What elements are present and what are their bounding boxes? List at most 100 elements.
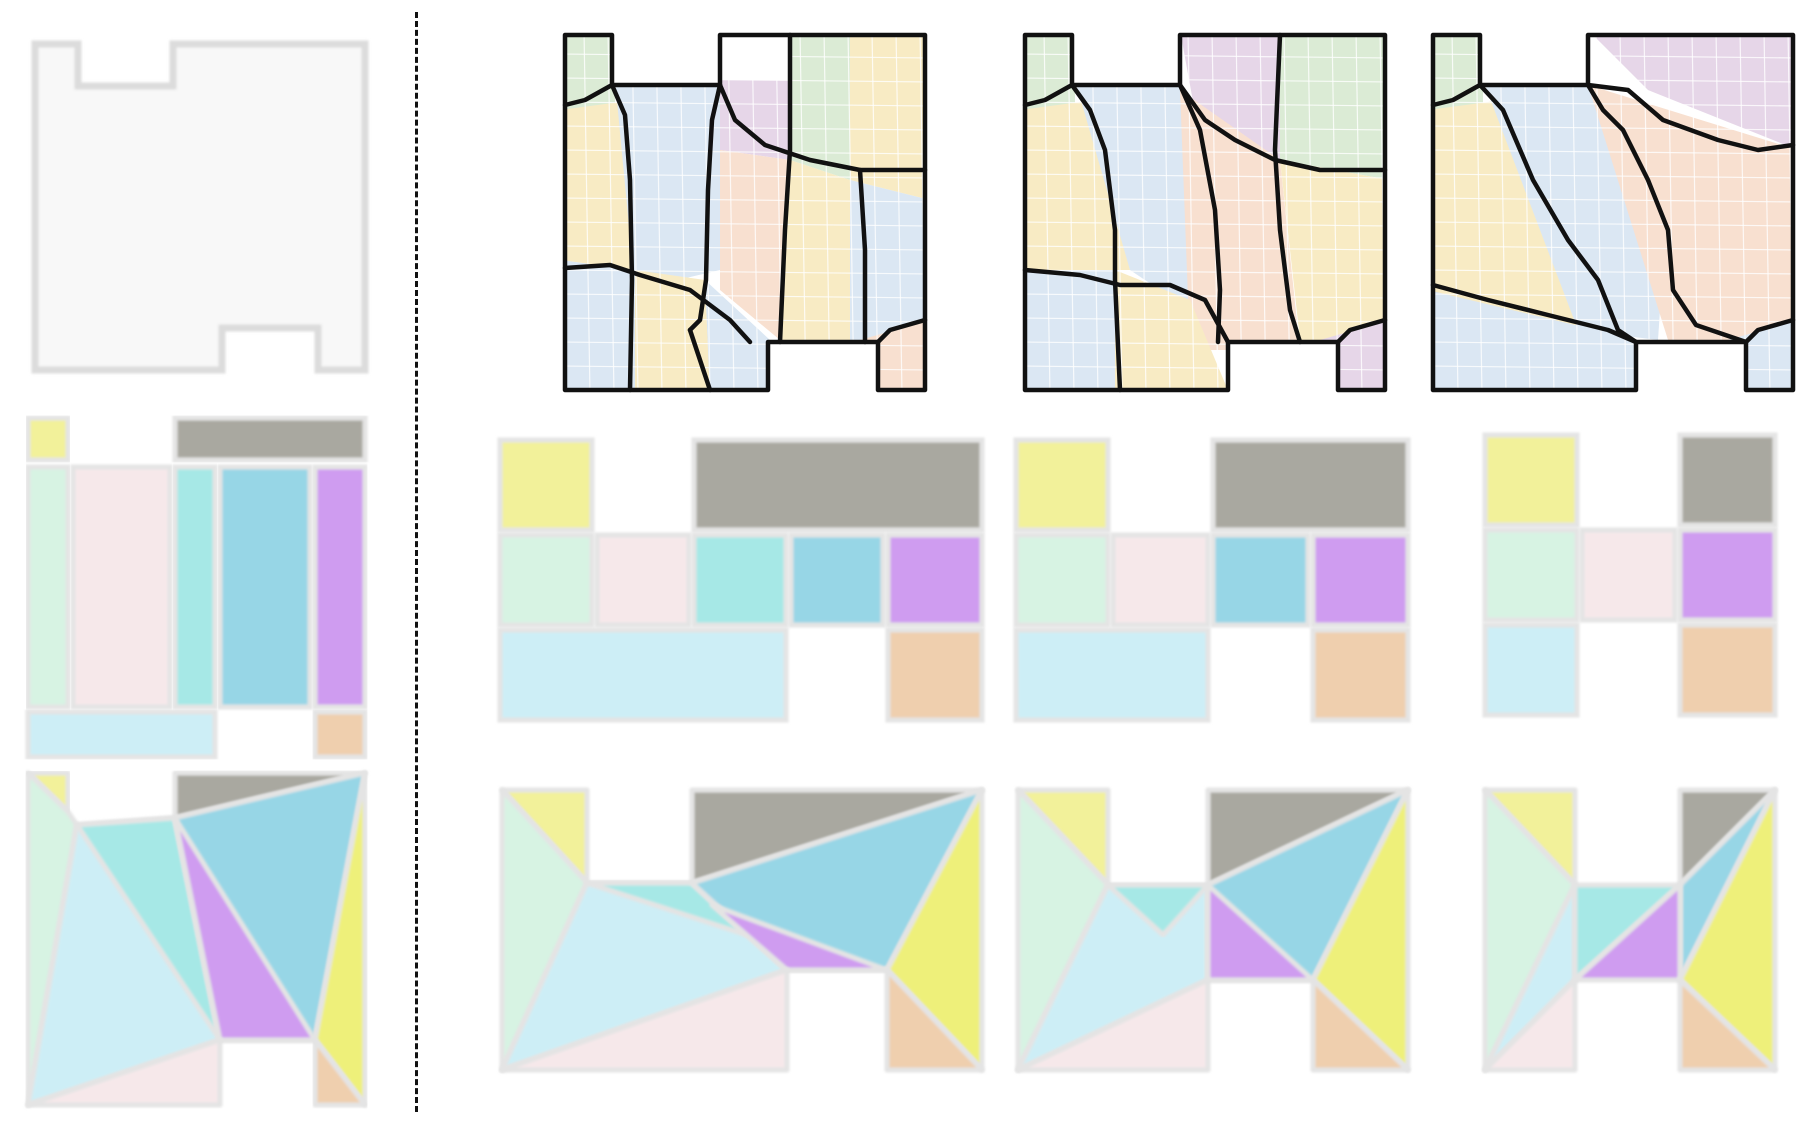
mesh-gridline — [1433, 173, 1793, 179]
mesh-separatrix-4 — [687, 327, 713, 393]
layout-triangle-7 — [709, 902, 890, 973]
mesh-gridline — [1331, 35, 1339, 390]
mesh-patches — [565, 35, 925, 390]
mesh-gridline — [751, 35, 759, 390]
mesh-gridline — [1433, 125, 1793, 131]
mesh-gridline — [1091, 35, 1099, 390]
mesh-patch-9 — [1115, 270, 1230, 390]
layout-cell-7 — [1677, 622, 1778, 718]
layout-cell-6 — [788, 532, 886, 628]
tri-layout-input-panel — [25, 770, 368, 1108]
layout-cell-9 — [312, 709, 368, 760]
mesh-separatrix-8 — [562, 262, 753, 345]
mesh-separatrix-9 — [875, 317, 928, 345]
mesh-outline — [1430, 32, 1796, 393]
layout-cell-3 — [497, 532, 595, 628]
mesh-gridline — [565, 173, 925, 179]
mesh-gridline — [1139, 35, 1147, 390]
quad-mesh-panel-2 — [1022, 32, 1388, 393]
tri-layout-panel-2 — [1015, 787, 1411, 1073]
mesh-gridline — [895, 35, 903, 390]
layout-cell-4 — [1110, 532, 1211, 628]
mesh-separatrix-4 — [1585, 82, 1796, 153]
tri-layout-panel-1 — [499, 787, 985, 1073]
layout-triangle-7 — [1572, 882, 1683, 983]
mesh-gridline — [1025, 293, 1385, 299]
mesh-separatrix-1 — [562, 82, 615, 108]
layout-cell-5 — [172, 464, 218, 710]
mesh-separatrix-6 — [777, 32, 793, 345]
mesh-separatrix-1 — [1022, 82, 1075, 108]
mesh-separatrix-6 — [1022, 267, 1231, 345]
mesh-gridline — [679, 35, 687, 390]
mesh-gridline — [799, 35, 807, 390]
mesh-patch-3 — [1075, 80, 1190, 310]
mesh-gridline — [1115, 35, 1123, 390]
mesh-gridline — [1067, 35, 1075, 390]
layout-cell-9 — [885, 627, 985, 723]
layout-cell-2 — [691, 437, 985, 533]
mesh-gridline — [1259, 35, 1267, 390]
layout-triangle-10 — [884, 967, 985, 1073]
mesh-gridline — [1433, 197, 1793, 203]
rect-layout-panel-3 — [1482, 432, 1778, 718]
mesh-patch-10 — [565, 260, 635, 390]
layout-triangle-7 — [1205, 882, 1316, 983]
mesh-gridline — [1433, 101, 1793, 107]
mesh-gridline — [565, 293, 925, 299]
mesh-patch-12 — [705, 280, 770, 390]
layout-cell-4 — [1579, 527, 1678, 623]
layout-triangle-10 — [1310, 977, 1411, 1073]
layout-cell-6 — [1310, 532, 1411, 628]
mesh-separatrix-4 — [1177, 82, 1388, 173]
mesh-gridline — [727, 35, 735, 390]
quad-mesh-panel-3 — [1430, 32, 1796, 393]
mesh-patch-8 — [780, 160, 850, 340]
layout-triangle-7 — [172, 815, 318, 1043]
mesh-gridline — [1523, 35, 1531, 390]
layout-cell-2 — [1210, 437, 1411, 533]
mesh-separatrix-5 — [1430, 282, 1639, 345]
mesh-gridline — [631, 35, 639, 390]
mesh-gridline — [1475, 35, 1483, 390]
layout-cell-4 — [70, 464, 173, 710]
mesh-separatrix-5 — [1272, 32, 1303, 345]
mesh-gridline — [1433, 221, 1793, 227]
mesh-gridline — [1025, 317, 1385, 323]
layout-cell-1 — [1482, 432, 1580, 528]
layout-cell-3 — [1482, 527, 1580, 623]
layout-cell-7 — [885, 532, 985, 628]
layout-cell-2 — [172, 415, 368, 463]
mesh-gridline — [1595, 35, 1603, 390]
mesh-separatrix-3 — [1585, 82, 1749, 345]
input-shape-panel — [31, 40, 369, 374]
layout-cell-7 — [1013, 627, 1211, 723]
mesh-gridline — [1307, 35, 1315, 390]
mesh-separatrix-7 — [857, 167, 868, 345]
layout-triangle-10 — [1677, 977, 1778, 1073]
mesh-gridline — [1163, 35, 1171, 390]
layout-cell-4 — [594, 532, 692, 628]
layout-cell-6 — [1482, 622, 1580, 718]
mesh-gridline — [583, 35, 591, 390]
mesh-gridline — [1025, 269, 1385, 275]
layout-cell-3 — [1013, 532, 1111, 628]
mesh-gridline — [1235, 35, 1243, 390]
mesh-gridline — [1043, 35, 1051, 390]
mesh-separatrix-3 — [687, 82, 723, 333]
mesh-gridline — [1739, 35, 1747, 390]
rect-layout-input-panel — [25, 415, 368, 760]
input-shape-outline — [31, 40, 369, 374]
mesh-gridline — [1433, 269, 1793, 275]
layout-cell-7 — [312, 464, 368, 710]
layout-cell-2 — [1677, 432, 1778, 528]
layout-cell-8 — [497, 627, 789, 723]
mesh-gridline — [1025, 101, 1385, 107]
mesh-gridline — [871, 35, 879, 390]
mesh-gridline — [1283, 35, 1291, 390]
mesh-gridline — [1643, 35, 1651, 390]
layout-cell-5 — [691, 532, 789, 628]
mesh-separatrix-3 — [1177, 82, 1223, 345]
mesh-gridline — [1433, 149, 1793, 155]
layout-cell-3 — [25, 464, 71, 710]
